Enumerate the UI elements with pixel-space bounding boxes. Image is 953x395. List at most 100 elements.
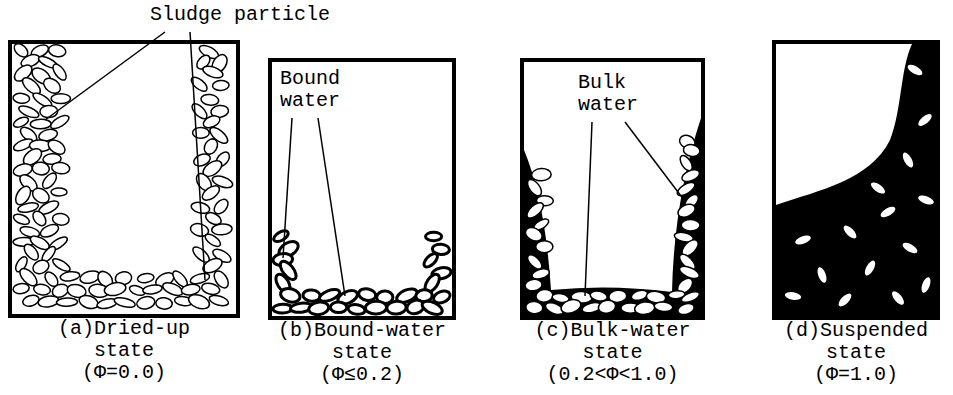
sludge-particle <box>793 233 813 248</box>
sludge-particle <box>634 301 656 316</box>
sludge-particle <box>358 287 377 301</box>
sludge-particle <box>524 278 542 291</box>
sludge-particle <box>51 188 67 196</box>
sludge-particle <box>60 270 81 282</box>
leader-line <box>190 32 205 280</box>
leader-line <box>45 32 165 120</box>
sludge-particle <box>21 293 40 308</box>
phi-range: (0.2<Φ<1.0) <box>525 364 701 386</box>
sludge-particle <box>200 93 219 106</box>
sludge-particle <box>420 298 444 317</box>
sludge-particle <box>524 200 546 221</box>
sludge-particle <box>142 284 163 296</box>
callout-label: Sludge particle <box>150 4 330 26</box>
sludge-particle <box>308 301 330 316</box>
state-name: (d)Suspended state <box>768 320 944 364</box>
leader-lines <box>45 32 684 296</box>
sludge-particle <box>916 193 936 208</box>
sludge-particle <box>137 272 155 283</box>
sludge-particle <box>113 296 136 309</box>
sludge-particle <box>915 111 935 129</box>
sludge-particle <box>597 299 617 315</box>
sludge-particle <box>200 281 220 296</box>
sludge-particle <box>878 204 898 221</box>
phi-range: (Φ=0.0) <box>36 362 212 384</box>
sludge-particle <box>422 251 440 269</box>
sludge-particle <box>919 275 934 295</box>
sludge-particle <box>815 265 830 285</box>
state-caption: (d)Suspended state(Φ=1.0) <box>768 320 944 386</box>
particle-layer <box>12 41 936 317</box>
sludge-vessel: (a)Dried-up state(Φ=0.0) <box>8 40 240 318</box>
sludge-particle <box>33 283 51 296</box>
water-layer <box>524 44 936 316</box>
sludge-particle <box>201 64 224 80</box>
sludge-particle <box>654 301 673 312</box>
leader-line <box>625 122 684 200</box>
sludge-particle <box>187 292 212 312</box>
sludge-particle <box>12 212 31 226</box>
sludge-particle <box>531 168 551 181</box>
sludge-particle <box>48 43 67 58</box>
leader-line <box>283 118 292 258</box>
sludge-particle <box>193 127 210 138</box>
sludge-particle <box>30 209 48 228</box>
sludge-particle <box>12 283 29 295</box>
sludge-particle <box>30 119 51 129</box>
suspension-water <box>776 44 936 316</box>
callout-label: Bound water <box>280 68 352 112</box>
sludge-particle <box>676 202 697 220</box>
sludge-particle <box>900 150 917 170</box>
sludge-particle <box>208 294 230 308</box>
sludge-particle <box>889 288 907 308</box>
sludge-particle <box>136 295 156 311</box>
sludge-particle <box>330 302 347 313</box>
sludge-particle <box>51 256 72 273</box>
phi-range: (Φ=1.0) <box>768 364 944 386</box>
state-name: (b)Bound-water state <box>274 320 450 364</box>
state-name: (c)Bulk-water state <box>525 320 701 364</box>
bulk-water <box>524 118 701 316</box>
sludge-particle <box>536 241 553 253</box>
sludge-particle <box>155 297 172 310</box>
sludge-particle <box>303 289 321 302</box>
callout-label: Bulk water <box>578 72 650 116</box>
sludge-particle <box>39 222 61 240</box>
sludge-particle <box>13 93 31 104</box>
state-caption: (b)Bound-water state(Φ≤0.2) <box>274 320 450 386</box>
sludge-particle <box>835 290 854 309</box>
sludge-particle <box>212 80 229 91</box>
sludge-particle <box>77 293 100 311</box>
sludge-particle <box>680 167 701 183</box>
sludge-particle <box>868 179 888 197</box>
sludge-particle <box>211 223 232 236</box>
sludge-particle <box>32 161 50 176</box>
sludge-particle <box>279 286 302 304</box>
sludge-particle <box>426 232 442 240</box>
sludge-particle <box>51 94 70 104</box>
sludge-particle <box>905 62 925 79</box>
sludge-particle <box>681 219 700 231</box>
sludge-particle <box>200 183 222 203</box>
leader-line <box>585 122 592 296</box>
sludge-particle <box>203 232 222 249</box>
sludge-particle <box>347 303 365 315</box>
phi-range: (Φ≤0.2) <box>274 364 450 386</box>
sludge-particle <box>559 297 582 315</box>
state-caption: (a)Dried-up state(Φ=0.0) <box>36 318 212 384</box>
sludge-particle <box>535 289 553 304</box>
leader-line <box>318 118 345 296</box>
sludge-particle <box>365 301 387 315</box>
sludge-particle <box>525 301 543 315</box>
sludge-particle <box>56 298 77 307</box>
sludge-particle <box>40 105 58 118</box>
sludge-particle <box>386 300 406 314</box>
sludge-particle <box>783 290 802 302</box>
sludge-particle <box>103 281 127 298</box>
state-name: (a)Dried-up state <box>36 318 212 362</box>
sludge-particle <box>680 290 701 305</box>
sludge-particle <box>676 302 695 317</box>
state-caption: (c)Bulk-water state(0.2<Φ<1.0) <box>525 320 701 386</box>
sludge-particle <box>900 240 920 257</box>
